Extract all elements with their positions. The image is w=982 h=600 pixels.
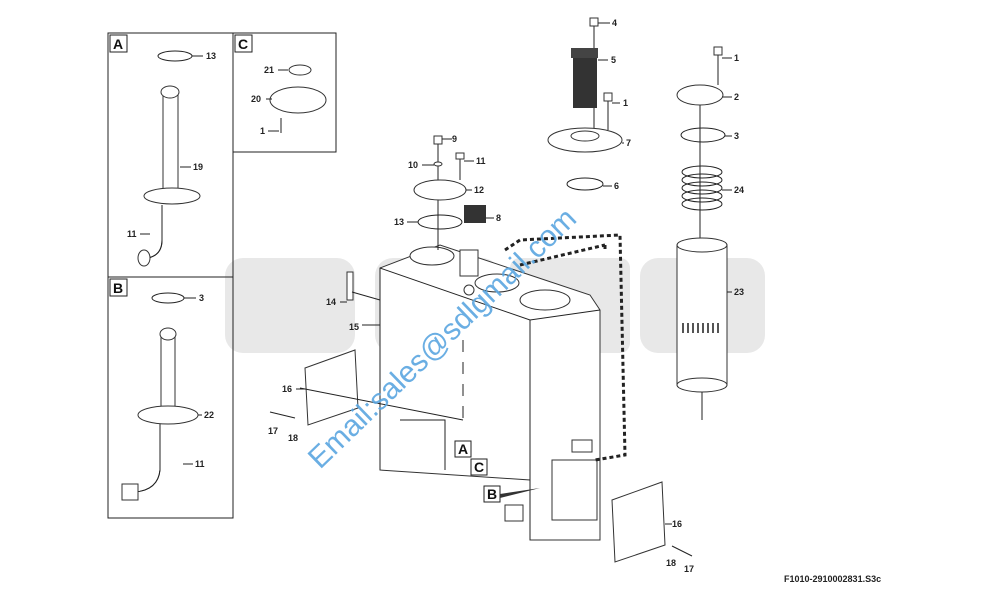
callout-17: 17 [268,426,278,436]
callout-1: 1 [260,126,265,136]
side-plates [269,271,693,563]
detail-panel-c: C [232,32,337,153]
hydraulic-tank [379,233,627,541]
drawing-code: F1010-2910002831.S3c [784,574,881,584]
callout-17: 17 [684,564,694,574]
callout-24: 24 [734,185,744,195]
callout-3: 3 [734,131,739,141]
panel-c-label: C [238,36,248,52]
filter-assembly [547,17,624,191]
callout-16: 16 [282,384,292,394]
view-marker-b: B [487,486,497,502]
callout-18: 18 [666,558,676,568]
detail-panel-a: A [107,32,234,278]
callout-9: 9 [452,134,457,144]
callout-1: 1 [734,53,739,63]
callout-10: 10 [408,160,418,170]
callout-2: 2 [734,92,739,102]
callout-13: 13 [394,217,404,227]
callout-12: 12 [474,185,484,195]
callout-7: 7 [626,138,631,148]
cover-assembly [407,135,494,250]
callout-19: 19 [193,162,203,172]
detail-panel-b: B [107,276,234,519]
callout-11: 11 [476,156,486,166]
strainer-assembly [676,46,732,420]
callout-14: 14 [326,297,336,307]
callout-11: 11 [195,459,205,469]
callout-13: 13 [206,51,216,61]
callout-23: 23 [734,287,744,297]
callout-15: 15 [349,322,359,332]
callout-18: 18 [288,433,298,443]
callout-22: 22 [204,410,214,420]
view-markers: A C B [454,440,540,503]
callout-21: 21 [264,65,274,75]
callout-8: 8 [496,213,501,223]
view-marker-a: A [458,441,468,457]
callout-11: 11 [127,229,137,239]
callout-5: 5 [611,55,616,65]
panel-b-label: B [113,280,123,296]
callout-4: 4 [612,18,617,28]
callout-3: 3 [199,293,204,303]
callout-1: 1 [623,98,628,108]
callout-6: 6 [614,181,619,191]
panel-a-label: A [113,36,123,52]
view-marker-c: C [474,459,484,475]
callout-20: 20 [251,94,261,104]
callout-16: 16 [672,519,682,529]
